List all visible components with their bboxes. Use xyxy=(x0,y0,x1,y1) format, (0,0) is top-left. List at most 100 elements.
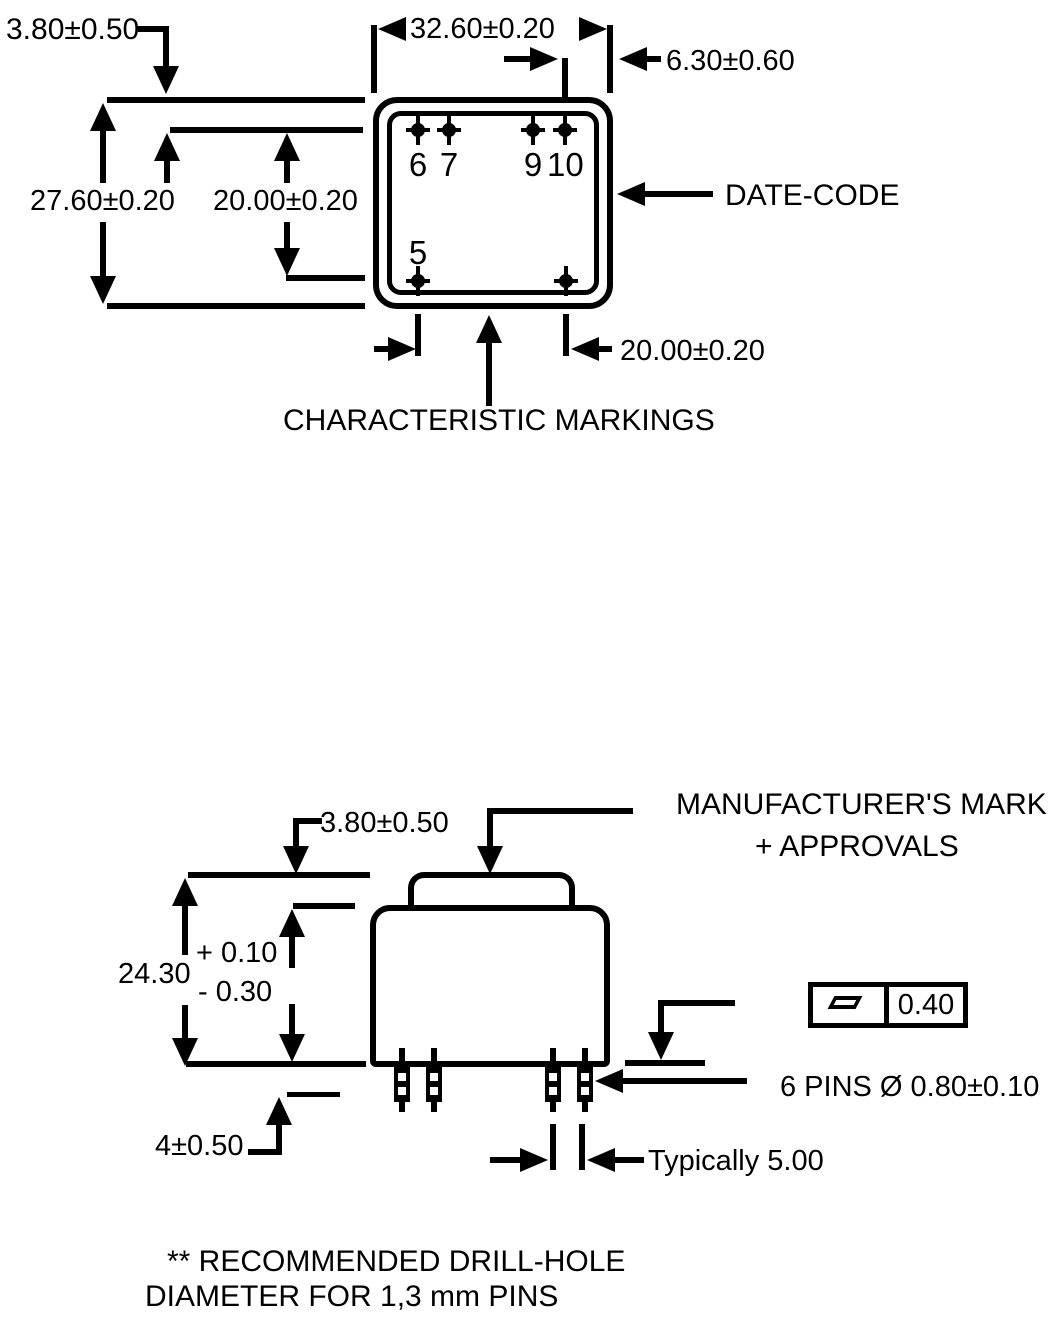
side-pin-hole xyxy=(549,1073,557,1081)
arrowhead-up-icon xyxy=(274,133,300,161)
dim-line xyxy=(645,56,661,62)
side-pin-hole xyxy=(398,1073,406,1081)
pin-label-9: 9 xyxy=(523,146,543,183)
leader-line xyxy=(293,818,322,824)
dim-line xyxy=(100,222,106,278)
dim-label-pin-pitch: Typically 5.00 xyxy=(648,1145,824,1177)
ext-line-seating-right xyxy=(625,1060,705,1066)
leader-line xyxy=(138,26,169,32)
dim-label-cap-offset: 3.80±0.50 xyxy=(320,807,449,839)
pin-marker-6 xyxy=(403,115,433,145)
dim-label-total-height-tol-minus: - 0.30 xyxy=(198,976,273,1008)
dim-label-pin-length: 4±0.50 xyxy=(155,1130,244,1162)
ext-line-body-top xyxy=(293,903,355,909)
arrowhead-down-icon xyxy=(172,1038,198,1066)
ext-line-pin-col-left xyxy=(415,314,421,356)
flatness-tolerance-value: 0.40 xyxy=(897,989,955,1021)
pin-marker-10 xyxy=(550,115,580,145)
dim-line xyxy=(289,1004,295,1036)
ext-line-left xyxy=(371,25,377,93)
ext-line-pin-row-bottom xyxy=(286,275,365,281)
ext-line-seating-left xyxy=(186,1061,366,1067)
dim-line xyxy=(374,346,390,352)
ext-line-bottom-edge xyxy=(107,303,365,309)
pin-marker-blank xyxy=(551,266,581,296)
pin-label-7: 7 xyxy=(439,146,459,183)
pin-label-5: 5 xyxy=(408,234,428,271)
manufacturer-mark-label-line1: MANUFACTURER'S MARK xyxy=(676,788,1047,821)
ext-line-pin-col-right xyxy=(563,314,569,356)
ext-line-pin-tip xyxy=(287,1092,340,1097)
frame-divider xyxy=(884,987,889,1023)
ext-line-pin10 xyxy=(562,58,568,98)
side-pin-hole xyxy=(398,1087,406,1095)
dim-line xyxy=(284,158,290,183)
arrowhead-down-icon xyxy=(477,846,503,874)
dim-line xyxy=(289,934,295,968)
arrowhead-left-icon xyxy=(378,17,406,41)
side-pin-hole xyxy=(549,1087,557,1095)
dim-label-edge-to-pin-row: 3.80±0.50 xyxy=(6,13,140,46)
dim-label-body-height: 27.60±0.20 xyxy=(30,185,175,217)
dim-line xyxy=(164,158,170,183)
arrowhead-down-icon xyxy=(279,1034,305,1062)
leader-line xyxy=(487,808,493,848)
arrowhead-up-icon xyxy=(90,103,116,131)
flatness-symbol-icon xyxy=(827,996,863,1009)
dim-label-total-height: 24.30 xyxy=(118,958,191,990)
ext-line-pin-d xyxy=(579,1124,585,1170)
leader-line xyxy=(486,340,492,406)
side-pin-collar xyxy=(394,1066,410,1102)
arrowhead-right-icon xyxy=(530,47,558,71)
dim-line xyxy=(490,1157,522,1163)
arrowhead-down-icon xyxy=(648,1032,674,1060)
leader-line xyxy=(621,1078,747,1084)
side-pin-collar xyxy=(545,1066,561,1102)
dim-label-pin-row-span: 20.00±0.20 xyxy=(213,185,358,217)
arrowhead-right-icon xyxy=(579,17,607,41)
pin-marker-5 xyxy=(403,266,433,296)
dim-line xyxy=(100,128,106,183)
transformer-cap-outline xyxy=(408,872,575,912)
arrowhead-down-icon xyxy=(283,846,309,874)
leader-line xyxy=(248,1149,282,1155)
arrowhead-up-icon xyxy=(154,133,180,161)
arrowhead-up-icon xyxy=(266,1097,292,1125)
pin-marker-7 xyxy=(434,115,464,145)
manufacturer-mark-label-line2: + APPROVALS xyxy=(755,830,959,863)
pin-label-10: 10 xyxy=(547,146,584,183)
package-outline-outer xyxy=(373,97,613,309)
side-pin-collar xyxy=(426,1066,442,1102)
side-pin-collar xyxy=(577,1066,593,1102)
leader-line xyxy=(487,808,633,814)
ext-line-pin-row-top xyxy=(170,127,363,133)
dim-label-pin-to-edge: 6.30±0.60 xyxy=(666,45,795,77)
transformer-body-outline xyxy=(370,905,610,1067)
dim-line xyxy=(504,56,530,62)
arrowhead-up-icon xyxy=(172,878,198,906)
dim-line xyxy=(182,903,188,955)
pin-label-6: 6 xyxy=(408,146,428,183)
ext-line-top-edge xyxy=(107,97,365,103)
arrowhead-right-icon xyxy=(388,337,416,361)
arrowhead-right-icon xyxy=(520,1148,548,1172)
arrowhead-up-icon xyxy=(476,315,502,343)
arrowhead-down-icon xyxy=(153,66,179,94)
side-pin-hole xyxy=(430,1073,438,1081)
characteristic-markings-label: CHARACTERISTIC MARKINGS xyxy=(283,404,715,437)
leader-line xyxy=(293,818,299,848)
dim-label-body-width: 32.60±0.20 xyxy=(410,13,555,45)
dim-label-total-height-tol-plus: + 0.10 xyxy=(196,937,278,969)
footnote-line1: ** RECOMMENDED DRILL-HOLE xyxy=(167,1245,626,1278)
dim-label-pin-col-span: 20.00±0.20 xyxy=(620,335,765,367)
arrowhead-left-icon xyxy=(571,337,599,361)
leader-line xyxy=(276,1121,282,1155)
arrowhead-left-icon xyxy=(587,1148,615,1172)
leader-line xyxy=(643,191,713,197)
leader-line xyxy=(658,1000,664,1034)
ext-line-right xyxy=(607,25,613,93)
side-pin-hole xyxy=(430,1087,438,1095)
package-outline-inner xyxy=(387,111,599,295)
side-pin-hole xyxy=(581,1073,589,1081)
